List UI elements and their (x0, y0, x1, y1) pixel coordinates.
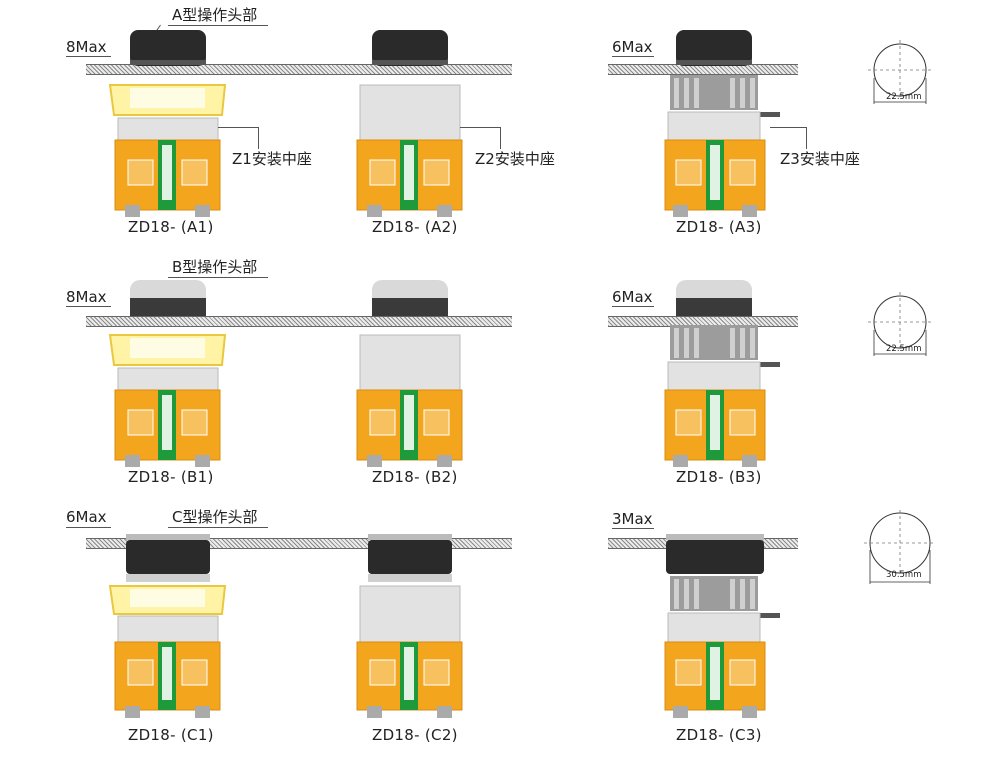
header-b-leader (168, 277, 268, 278)
seat-label-z3: Z3安装中座 (780, 150, 860, 168)
switch-c1 (108, 534, 227, 718)
switch-a2 (356, 30, 463, 217)
header-a: A型操作头部 (172, 6, 258, 24)
seat-leader-z2 (460, 127, 500, 128)
seat-label-z1: Z1安装中座 (232, 150, 312, 168)
caption-a3: ZD18- (A3) (676, 218, 762, 236)
max-label-row3-right: 3Max (612, 510, 653, 528)
max-leader-row3-left (66, 527, 111, 528)
diameter-label-1: 22.5mm (886, 92, 922, 102)
mounting-hole-diagram-3 (864, 510, 936, 584)
mounting-hole-diagram-2 (868, 292, 932, 356)
panel-row3-left (86, 538, 512, 549)
header-c-leader (168, 527, 268, 528)
caption-a2: ZD18- (A2) (372, 218, 458, 236)
caption-c2: ZD18- (C2) (372, 726, 458, 744)
header-a-leader (168, 25, 268, 26)
switch-c3 (664, 534, 780, 718)
caption-b3: ZD18- (B3) (676, 468, 762, 486)
switch-a1 (108, 30, 227, 217)
caption-c3: ZD18- (C3) (676, 726, 762, 744)
panel-row2-left (86, 316, 512, 327)
caption-a1: ZD18- (A1) (128, 218, 214, 236)
max-leader-row1-left (66, 56, 111, 57)
max-label-row2-left: 8Max (66, 288, 107, 306)
switch-b1 (108, 280, 227, 467)
header-b: B型操作头部 (172, 258, 258, 276)
caption-b1: ZD18- (B1) (128, 468, 214, 486)
max-label-row1-right: 6Max (612, 38, 653, 56)
seat-leader-z3 (770, 127, 806, 128)
seat-leader-z3-v (806, 127, 807, 149)
mounting-hole-diagram-1 (868, 40, 932, 104)
seat-label-z2: Z2安装中座 (475, 150, 555, 168)
max-label-row2-right: 6Max (612, 288, 653, 306)
seat-leader-z1 (218, 127, 258, 128)
switch-b2 (356, 280, 463, 467)
max-leader-row3-right (612, 528, 654, 529)
seat-leader-z2-v (500, 127, 501, 149)
diameter-label-2: 22.5mm (886, 344, 922, 354)
max-label-row3-left: 6Max (66, 508, 107, 526)
max-label-row1-left: 8Max (66, 38, 107, 56)
header-c: C型操作头部 (172, 508, 258, 526)
switch-a3 (664, 30, 780, 217)
max-leader-row1-right (612, 56, 654, 57)
caption-b2: ZD18- (B2) (372, 468, 458, 486)
panel-row1-left (86, 64, 512, 75)
max-leader-row2-left (66, 306, 111, 307)
diameter-label-3: 30.5mm (886, 570, 922, 580)
caption-c1: ZD18- (C1) (128, 726, 214, 744)
switch-c2 (356, 534, 463, 718)
seat-leader-z1-v (258, 127, 259, 149)
switch-b3 (664, 280, 780, 467)
max-leader-row2-right (612, 306, 654, 307)
